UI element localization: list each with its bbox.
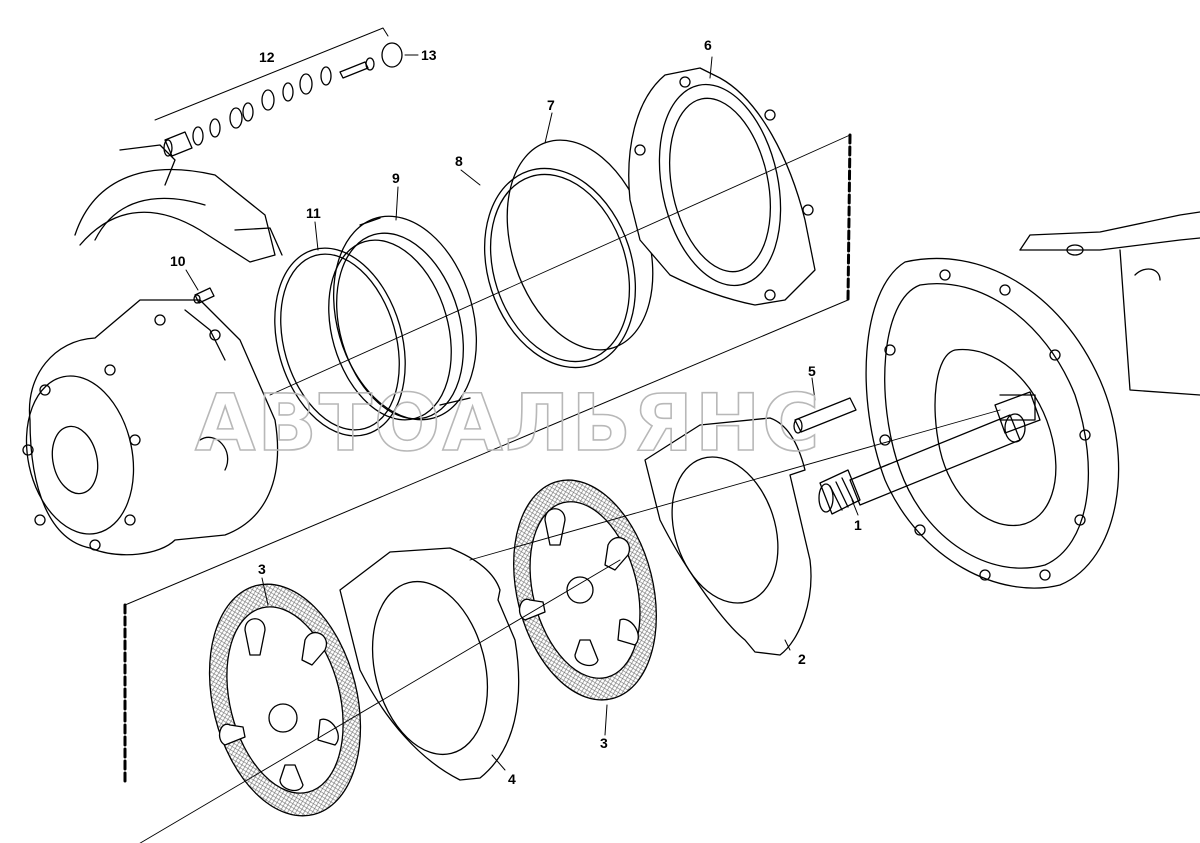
callout-6: 6 [704,37,712,53]
callout-labels: 12 13 6 7 8 9 11 10 5 1 3 2 3 4 [170,37,862,787]
callout-7: 7 [547,97,555,113]
axis-lines [139,134,1001,843]
part-11-seal-ring [274,247,406,437]
part-4-separator-plate [339,547,520,781]
part-6-brake-cover [628,67,816,306]
part-8-seal-ring [483,167,637,369]
watermark: АВТОАЛЬЯНС [195,379,822,469]
callout-12: 12 [259,49,275,65]
part-13-snap-ring [381,42,403,68]
part-12-valve-kit [163,57,375,157]
part-8-seal-ring-inner [489,173,631,363]
part-2-separator-plate [644,417,812,656]
gear-housing-top-left [74,144,283,263]
callout-4: 4 [508,771,516,787]
callout-11: 11 [306,205,321,221]
part-10-pin [193,287,215,304]
callout-13: 13 [421,47,437,63]
part-5-pin [793,397,857,434]
axle-housing-right [1019,211,1200,396]
callout-3-right: 3 [600,735,608,751]
part-9-piston [328,215,478,421]
callout-3-left: 3 [258,561,266,577]
hub-assembly [22,299,279,556]
callout-10: 10 [170,253,186,269]
assembly-boundary [123,133,852,787]
callout-5: 5 [808,363,816,379]
part-3-friction-disc-right [513,479,657,701]
callout-1: 1 [854,517,862,533]
leader-lines [154,27,859,771]
callout-8: 8 [455,153,463,169]
part-3-friction-disc-left [208,583,362,817]
part-1-splined-shaft [818,391,1041,515]
callout-9: 9 [392,170,400,186]
callout-2: 2 [798,651,806,667]
flange-housing [865,257,1120,589]
assembly-boundary-line [124,299,849,606]
part-11-seal-ring-inner [280,253,400,431]
